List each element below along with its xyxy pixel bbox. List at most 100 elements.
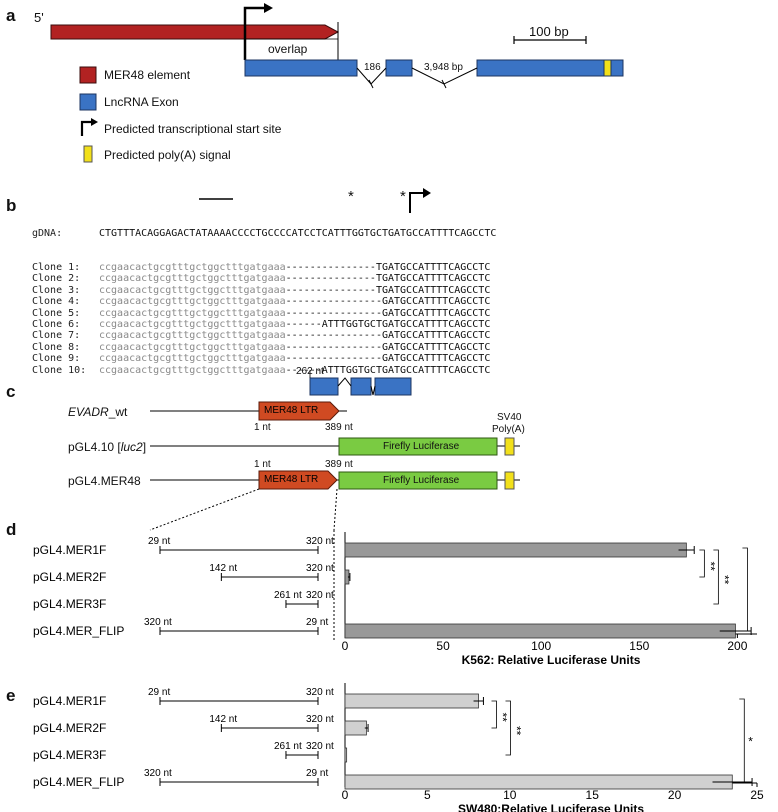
fragment-start-label: 142 nt <box>209 563 237 574</box>
sv40-label: SV40 <box>497 412 522 423</box>
clone-gap: ---------------- <box>285 330 382 342</box>
clone-row: Clone 10: ccgaacactgcgtttgctggctttgatgaaa… <box>32 365 496 376</box>
nt389-label-2: 389 nt <box>325 459 353 470</box>
clone-row: Clone 9:ccgaacactgcgtttgctggctttgatgaaa-… <box>32 353 496 364</box>
sig-label: ** <box>509 726 523 736</box>
ltr-label-1: MER48 LTR <box>264 405 319 416</box>
sig-bracket-2 <box>713 549 719 605</box>
sig-label: ** <box>703 562 717 572</box>
data-bar <box>344 542 687 558</box>
clone-tail-seq: GATGCCATTTTCAGCCTC <box>381 353 491 365</box>
construct-label: pGL4.MER_FLIP <box>33 624 124 638</box>
clone-row: Clone 1: ccgaacactgcgtttgctggctttgatgaaa-… <box>32 262 496 273</box>
construct-label: pGL4.MER1F <box>33 543 106 557</box>
clone-vector-seq: ccgaacactgcgtttgctggctttgatgaaa <box>99 262 286 274</box>
clone-label: Clone 1: <box>32 262 81 274</box>
gdna-label: gDNA: <box>32 227 63 239</box>
clone-gap: ---------------- <box>285 341 382 353</box>
fragment-start-label: 320 nt <box>144 768 172 779</box>
asterisk-1: * <box>348 188 354 205</box>
overlap-label: overlap <box>268 42 308 56</box>
intron-2-label: 3,948 bp <box>424 62 463 73</box>
nt1-label-1: 1 nt <box>254 422 271 433</box>
polya-label: Poly(A) <box>492 424 525 435</box>
fragment-start-label: 29 nt <box>148 536 170 547</box>
data-bar <box>344 720 367 736</box>
x-tick-label: 0 <box>342 639 349 653</box>
clone-tail-seq: ATTTGGTGCTGATGCCATTTTCAGCCTC <box>321 319 491 331</box>
nt1-label-2: 1 nt <box>254 459 271 470</box>
clone-row: Clone 5:ccgaacactgcgtttgctggctttgatgaaa-… <box>32 308 496 319</box>
construct-label: pGL4.MER1F <box>33 694 106 708</box>
construct-label: pGL4.MER2F <box>33 570 106 584</box>
fragment-start-label: 142 nt <box>209 714 237 725</box>
sig-bracket-2 <box>505 700 511 756</box>
data-bar <box>344 623 736 639</box>
clone-vector-seq: ccgaacactgcgtttgctggctttgatgaaa <box>99 364 286 376</box>
sig-label: * <box>748 735 753 749</box>
fragment-start-label: 261 nt <box>274 741 302 752</box>
sequence-alignment: gDNA: CTGTTTACAGGAGACTATAAAACCCCTGCCCCATC… <box>32 205 496 388</box>
ltr-label-2: MER48 LTR <box>264 474 319 485</box>
intron-1-label: 186 <box>364 62 381 73</box>
clone-vector-seq: ccgaacactgcgtttgctggctttgatgaaa <box>99 273 286 285</box>
x-tick-label: 150 <box>629 639 649 653</box>
x-tick-label: 200 <box>727 639 747 653</box>
clone-gap: --------------- <box>285 284 376 296</box>
fragment-start-label: 29 nt <box>148 687 170 698</box>
clone-vector-seq: ccgaacactgcgtttgctggctttgatgaaa <box>99 353 286 365</box>
clone-tail-seq: GATGCCATTTTCAGCCTC <box>381 307 491 319</box>
data-bar <box>344 774 733 790</box>
sig-bracket-3 <box>742 547 748 632</box>
fragment-end-label: 320 nt <box>306 536 334 547</box>
fragment-end-label: 320 nt <box>306 741 334 752</box>
clone-label: Clone 9: <box>32 353 81 365</box>
clone-row: Clone 7: ccgaacactgcgtttgctggctttgatgaaa-… <box>32 330 496 341</box>
gdna-sequence: CTGTTTACAGGAGACTATAAAACCCCTGCCCCATCCTCAT… <box>99 227 497 239</box>
construct-label: pGL4.MER3F <box>33 748 106 762</box>
sig-label: ** <box>495 713 509 723</box>
clone-label: Clone 8: <box>32 341 81 353</box>
fragment-end-label: 29 nt <box>306 768 328 779</box>
clone-row: Clone 8: ccgaacactgcgtttgctggctttgatgaaa-… <box>32 342 496 353</box>
clone-vector-seq: ccgaacactgcgtttgctggctttgatgaaa <box>99 341 286 353</box>
x-tick-label: 20 <box>668 788 682 802</box>
panel-label-c: c <box>6 382 16 401</box>
clone-row: Clone 4:ccgaacactgcgtttgctggctttgatgaaa-… <box>32 296 496 307</box>
data-bar <box>344 693 479 709</box>
clone-tail-seq: GATGCCATTTTCAGCCTC <box>381 296 491 308</box>
sig-label: ** <box>717 575 731 585</box>
clone-tail-seq: GATGCCATTTTCAGCCTC <box>381 330 491 342</box>
clone-vector-seq: ccgaacactgcgtttgctggctttgatgaaa <box>99 284 286 296</box>
nt389-label-1: 389 nt <box>325 422 353 433</box>
clone-gap: ------ <box>285 364 322 376</box>
clone-gap: ------ <box>285 319 322 331</box>
x-tick-label: 15 <box>586 788 600 802</box>
legend-label-tss: Predicted transcriptional start site <box>104 122 282 136</box>
sig-bracket-1 <box>699 549 705 578</box>
nt262-label: 262 nt <box>296 366 324 377</box>
x-tick-label: 50 <box>436 639 450 653</box>
clone-vector-seq: ccgaacactgcgtttgctggctttgatgaaa <box>99 330 286 342</box>
construct-label: pGL4.MER_FLIP <box>33 775 124 789</box>
panel-label-e: e <box>6 686 16 705</box>
clone-label: Clone 5: <box>32 307 81 319</box>
clone-gap: ---------------- <box>285 296 382 308</box>
x-tick-label: 10 <box>503 788 517 802</box>
x-tick-label: 100 <box>531 639 551 653</box>
firefly-label-1: Firefly Luciferase <box>383 441 460 452</box>
x-axis-title: K562: Relative Luciferase Units <box>462 653 641 667</box>
sig-bracket-1 <box>491 700 497 729</box>
clone-label: Clone 10: <box>32 364 87 376</box>
clone-label: Clone 4: <box>32 296 81 308</box>
panel-label-d: d <box>6 520 17 539</box>
sig-bracket-3 <box>739 698 745 783</box>
clone-label: Clone 7: <box>32 330 81 342</box>
clone-gap: --------------- <box>285 262 376 274</box>
fragment-end-label: 320 nt <box>306 563 334 574</box>
x-tick-label: 5 <box>424 788 431 802</box>
clone-label: Clone 3: <box>32 284 81 296</box>
legend-label-polya: Predicted poly(A) signal <box>104 148 231 162</box>
construct-evadr: EVADR_wt <box>68 405 128 419</box>
